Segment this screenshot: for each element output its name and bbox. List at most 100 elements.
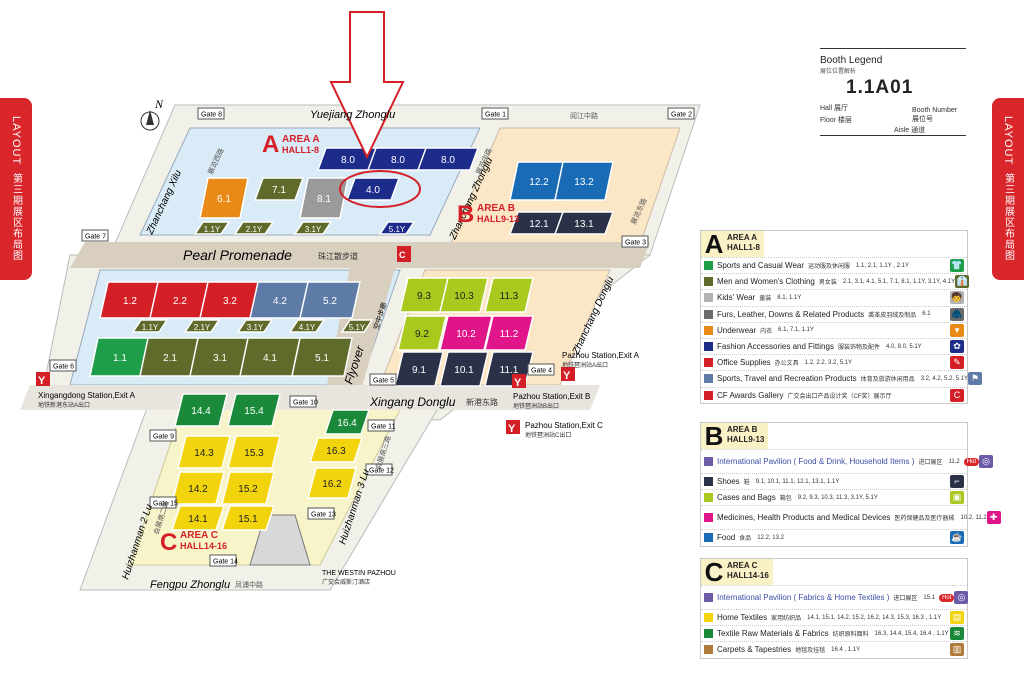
station-pazhou-b[interactable]: Y Pazhou Station,Exit B 地铁琶洲站B出口 (512, 374, 590, 410)
gate-4[interactable]: Gate 4 (527, 363, 555, 376)
hall-8-0[interactable]: 8.0 (416, 147, 480, 171)
gate-15[interactable]: Gate 15 (149, 496, 178, 509)
gate-7[interactable]: Gate 7 (81, 229, 109, 242)
booth-legend-code: 1.1A01 (846, 77, 914, 98)
gate-label: Gate 2 (671, 112, 692, 119)
gate-1[interactable]: Gate 1 (481, 107, 509, 120)
gate-5[interactable]: Gate 5 (369, 373, 397, 386)
hall-1-1Y[interactable]: 1.1Y (131, 319, 169, 333)
hall-label: 4.2 (273, 296, 287, 307)
gate-14[interactable]: Gate 14 (209, 554, 238, 567)
hall-15-4[interactable]: 15.4 (227, 393, 281, 427)
legend-swatch (704, 261, 713, 271)
hall-10-3[interactable]: 10.3 (439, 277, 489, 313)
gate-3[interactable]: Gate 3 (621, 235, 649, 248)
hall-label: 15.4 (244, 406, 264, 417)
hall-shape (227, 393, 281, 427)
legend-row: International Pavilion ( Fabrics & Home … (701, 585, 969, 609)
hall-1-1Y[interactable]: 1.1Y (193, 221, 231, 235)
hall-3-1Y[interactable]: 3.1Y (293, 221, 333, 235)
station-pazhou-a[interactable]: Y Pazhou Station,Exit A 地铁琶洲站A出口 (561, 351, 640, 382)
hall-4-0[interactable]: 4.0 (345, 177, 401, 201)
hall-10-2[interactable]: 10.2 (439, 315, 493, 351)
legend-category-zh: 运动服及休闲服 (808, 264, 851, 271)
hall-shape (221, 471, 275, 505)
area-b-label: B AREA B HALL9-13 (457, 201, 519, 228)
street-fengpu-zhonglu-zh: 凤浦中路 (235, 580, 263, 589)
legend-category-zh: 内衣 (760, 328, 773, 335)
gate-label: Gate 4 (531, 368, 552, 375)
area-a-name: AREA A (282, 134, 320, 145)
hall-2-1Y[interactable]: 2.1Y (233, 221, 275, 235)
legend-category-name: Underwear (717, 325, 757, 335)
hall-6-1[interactable]: 6.1 (199, 177, 249, 219)
hall-14-1[interactable]: 14.1 (170, 505, 226, 531)
hall-label: 15.2 (238, 484, 258, 495)
svg-text:Y: Y (38, 375, 46, 387)
sports-icon: ⚑ (968, 372, 983, 386)
hall-15-2[interactable]: 15.2 (221, 471, 275, 505)
gate-8[interactable]: Gate 8 (197, 107, 225, 120)
legend-category-name: International Pavilion ( Food & Drink, H… (717, 457, 915, 466)
hall-9-1[interactable]: 9.1 (394, 351, 444, 387)
street-fengpu-zhonglu: Fengpu Zhonglu (150, 579, 230, 591)
hall-10-1[interactable]: 10.1 (439, 351, 489, 387)
hall-5-2[interactable]: 5.2 (299, 281, 361, 319)
gate-label: Gate 10 (293, 400, 318, 407)
hall-13-2[interactable]: 13.2 (554, 161, 614, 201)
hall-9-2[interactable]: 9.2 (397, 315, 447, 351)
area-a-label: A AREA A HALL1-8 (262, 131, 320, 158)
hall-11-3[interactable]: 11.3 (484, 277, 534, 313)
gate-2[interactable]: Gate 2 (667, 107, 695, 120)
legend-halls: 16.3, 14.4, 15.4, 16.4 , 1.1Y (874, 630, 949, 637)
hall-16-4[interactable]: 16.4 (323, 409, 371, 435)
hall-label: 2.1Y (194, 323, 211, 332)
hall-label: 14.3 (194, 448, 214, 459)
hall-14-4[interactable]: 14.4 (174, 393, 228, 427)
hall-5-1Y[interactable]: 5.1Y (378, 221, 416, 235)
gate-12[interactable]: Gate 12 (365, 463, 394, 476)
gate-6[interactable]: Gate 6 (49, 359, 77, 372)
gate-13[interactable]: Gate 13 (307, 507, 336, 520)
legend-swatch (704, 477, 713, 487)
gate-label: Gate 9 (153, 434, 174, 441)
legend-swatch (704, 613, 713, 623)
hall-shape (174, 393, 228, 427)
hall-3-1Y[interactable]: 3.1Y (236, 319, 274, 333)
hall-4-1Y[interactable]: 4.1Y (288, 319, 326, 333)
hall-5-1Y[interactable]: 5.1Y (340, 319, 374, 333)
hall-2-1Y[interactable]: 2.1Y (183, 319, 221, 333)
hall-5-1[interactable]: 5.1 (291, 337, 353, 377)
station-xingangdong[interactable]: Y Xingangdong Station,Exit A 地铁新港东站A出口 (36, 372, 136, 409)
hall-shape (233, 221, 275, 235)
hall-16-3[interactable]: 16.3 (308, 437, 364, 463)
gate-11[interactable]: Gate 11 (367, 419, 395, 432)
hall-15-1[interactable]: 15.1 (220, 505, 276, 531)
hall-16-2[interactable]: 16.2 (307, 467, 357, 499)
legend-swatch (704, 342, 713, 352)
gate-10[interactable]: Gate 10 (289, 395, 318, 408)
hall-13-1[interactable]: 13.1 (553, 211, 615, 235)
station-pazhou-c[interactable]: Y Pazhou Station,Exit C 地铁琶洲站C出口 (506, 420, 603, 439)
underwear-icon: ▾ (950, 323, 964, 337)
fur-icon: 🧥 (950, 307, 964, 321)
station-pazhou-c-zh: 地铁琶洲站C出口 (525, 431, 571, 439)
hall-14-2[interactable]: 14.2 (171, 471, 225, 505)
hall-15-3[interactable]: 15.3 (227, 435, 281, 469)
hall-shape (378, 221, 416, 235)
hall-8-1[interactable]: 8.1 (299, 177, 349, 219)
gate-label: Gate 13 (311, 512, 336, 519)
hall-14-3[interactable]: 14.3 (177, 435, 231, 469)
hall-label: 16.2 (322, 479, 342, 490)
gate-9[interactable]: Gate 9 (149, 429, 177, 442)
hall-label: 3.1Y (305, 225, 322, 234)
hall-7-1[interactable]: 7.1 (253, 177, 305, 201)
hall-11-2[interactable]: 11.2 (484, 315, 534, 351)
legend-category-name: Kids' Wear (717, 293, 756, 303)
hall-4-1[interactable]: 4.1 (239, 337, 301, 377)
carpet-icon: ▥ (950, 643, 964, 657)
